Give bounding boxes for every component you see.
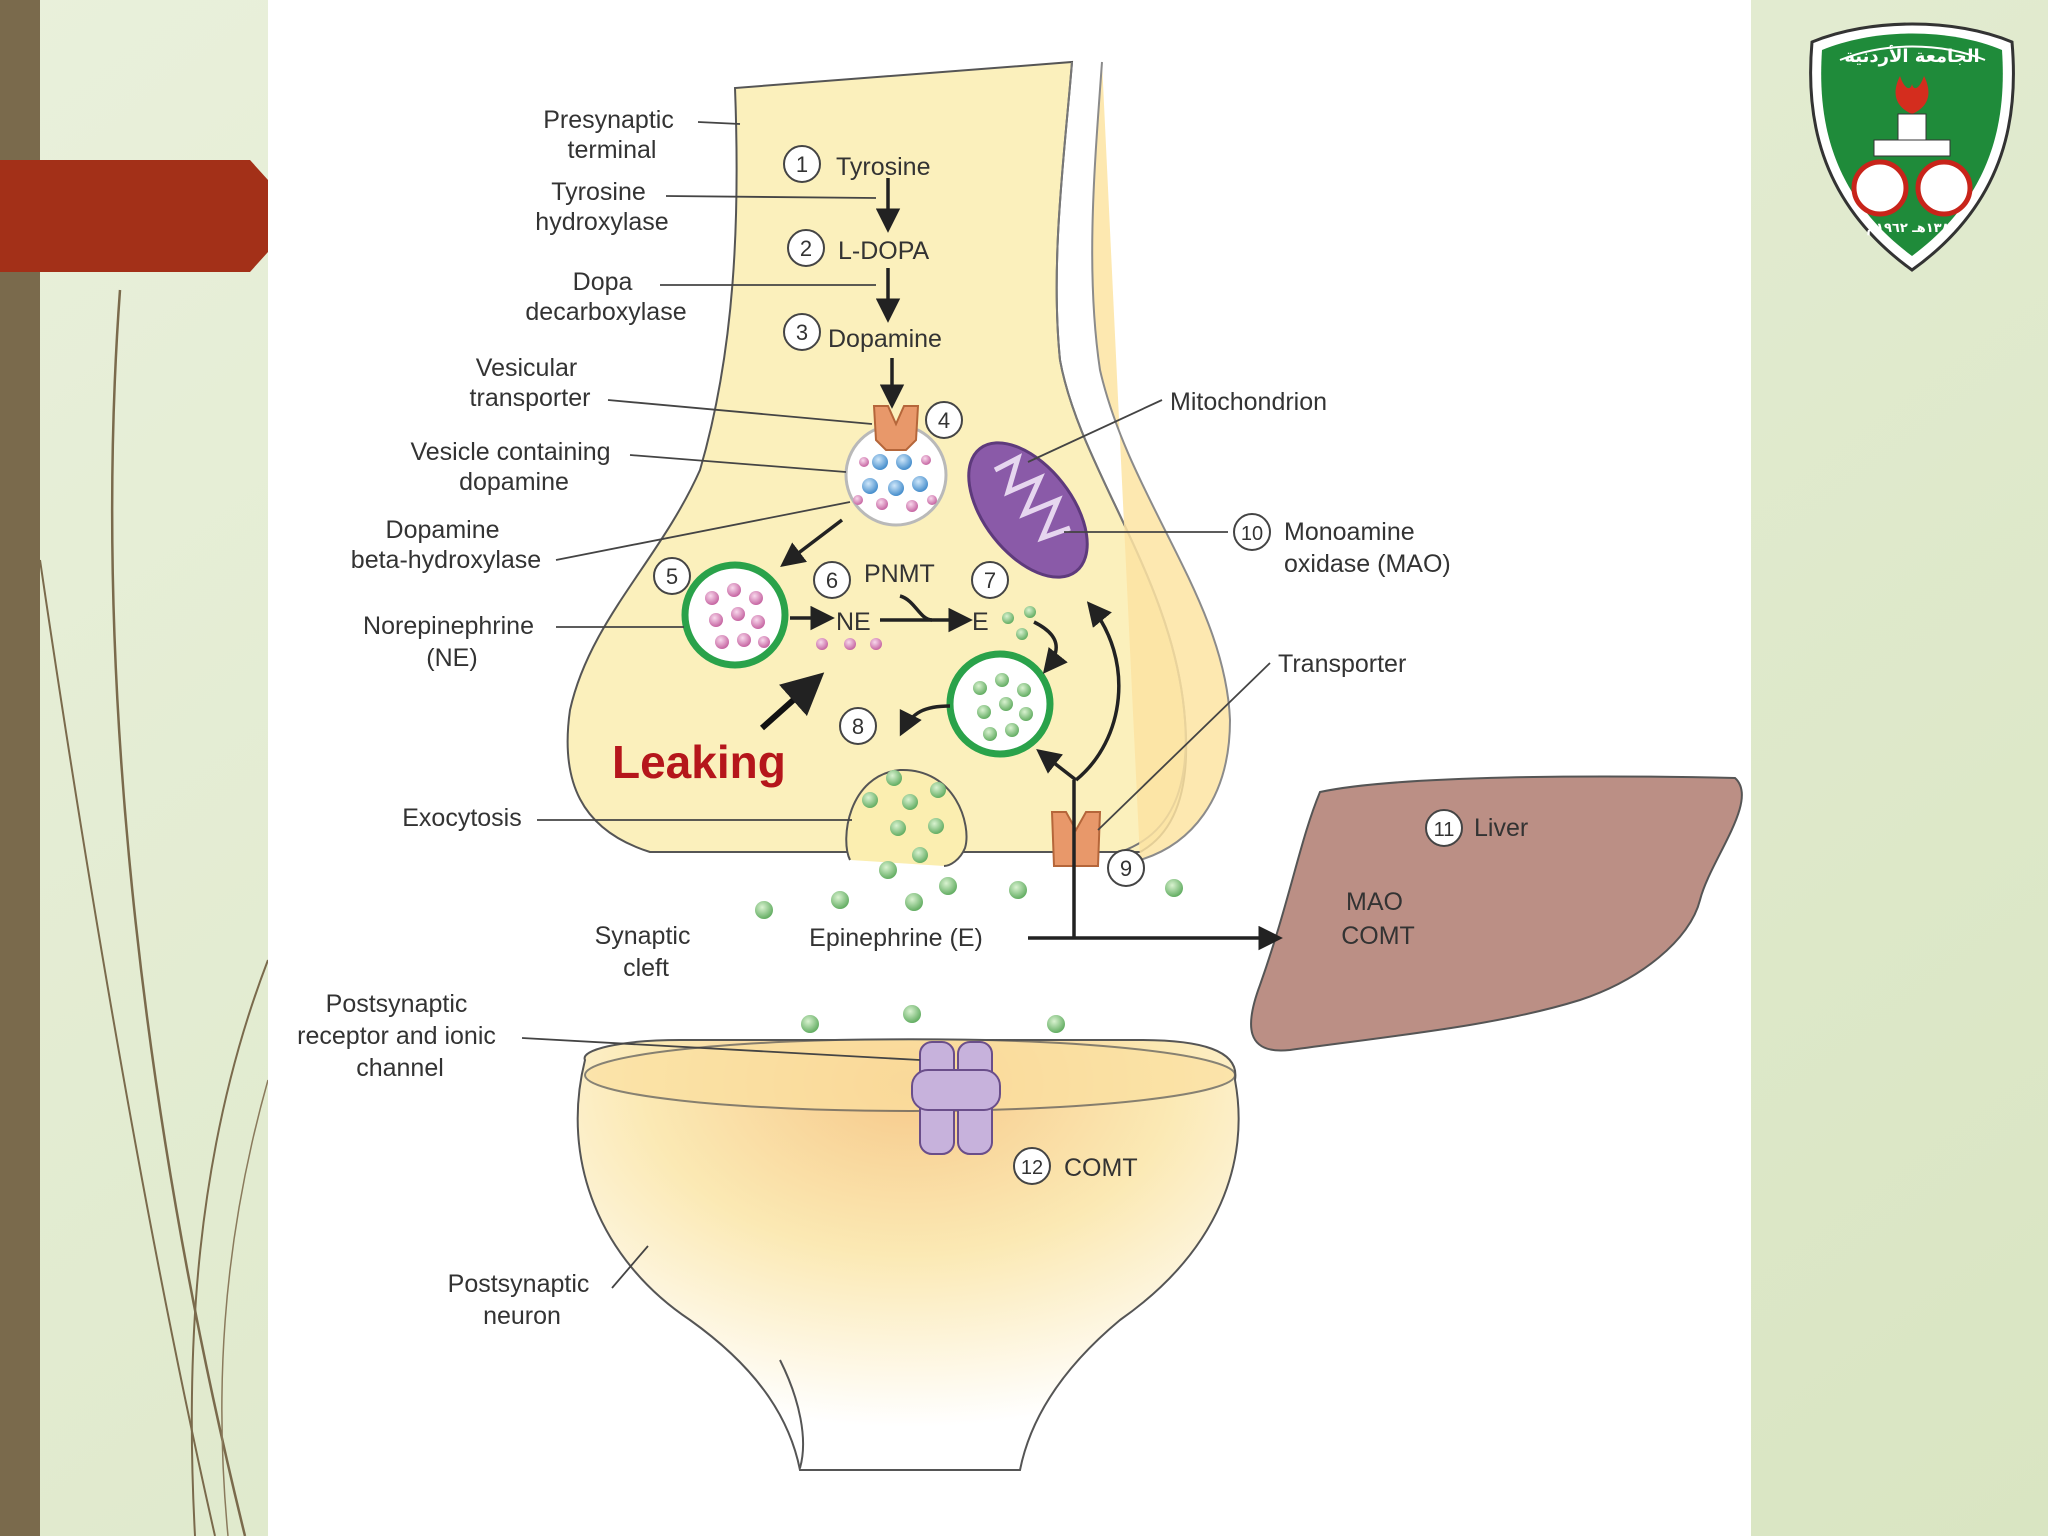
step-pnmt: PNMT [864, 560, 935, 588]
step-number: 3 [796, 320, 808, 345]
step-number: 8 [852, 714, 864, 739]
liver-shape [1250, 775, 1743, 1052]
step-number: 4 [938, 408, 950, 433]
receptor-ion-channel [911, 1041, 1001, 1155]
free-ne-molecules [816, 638, 882, 650]
step-number: 2 [800, 236, 812, 261]
step-number: 10 [1241, 523, 1263, 545]
step-number: 1 [796, 152, 808, 177]
label-epinephrine: Epinephrine (E) [809, 924, 983, 952]
vesicular-transporter-icon [872, 405, 920, 451]
step-number-circles [653, 145, 1463, 1185]
leaking-annotation: Leaking [612, 736, 786, 788]
postsynaptic-neuron [576, 1039, 1240, 1471]
label-postsynaptic-neuron: Postsynaptic neuron [448, 1270, 597, 1330]
label-exocytosis: Exocytosis [402, 804, 521, 832]
label-vesicular-transporter: Vesicular transporter [470, 354, 591, 412]
red-accent-tab [0, 160, 268, 272]
step-tyrosine: Tyrosine [836, 153, 930, 181]
label-transporter: Transporter [1278, 650, 1406, 678]
label-tyrosine-hydroxylase: Tyrosine hydroxylase [535, 178, 668, 236]
label-dopamine-beta-hydroxylase: Dopamine beta-hydroxylase [351, 516, 541, 574]
step-number: 11 [1434, 819, 1455, 841]
decorative-curve [221, 1079, 269, 1536]
label-comt: COMT [1064, 1154, 1138, 1182]
step-number: 9 [1120, 856, 1132, 881]
step-number: 6 [826, 568, 838, 593]
vesicle-epinephrine [946, 650, 1054, 758]
step-ldopa: L-DOPA [838, 237, 930, 265]
step-e: E [972, 608, 989, 636]
postsynaptic-stem [779, 1359, 805, 1469]
free-e-molecules [1002, 606, 1036, 640]
label-dopa-decarboxylase: Dopa decarboxylase [525, 268, 686, 326]
decorative-curve [110, 289, 247, 1536]
label-presynaptic-terminal: Presynaptic terminal [543, 106, 681, 164]
cleft-epinephrine-molecules [755, 861, 1183, 1033]
decorative-curve [190, 959, 269, 1536]
leader-lines [521, 121, 1271, 1289]
step-number: 12 [1021, 1157, 1043, 1179]
vesicle-norepinephrine [681, 561, 789, 669]
label-vesicle-containing-dopamine: Vesicle containing dopamine [410, 438, 617, 496]
step-numbers: 1 2 3 4 5 6 7 8 9 10 11 12 [666, 152, 1455, 1179]
decorative-curve [39, 559, 216, 1536]
label-liver: Liver [1474, 814, 1528, 842]
transporter-icon [1050, 811, 1102, 867]
label-liver-enzymes: MAO COMT [1341, 888, 1415, 950]
vesicle-exocytosis [845, 768, 968, 867]
seal-text-bottom: ١٣٨٢هـ ١٩٦٢م [1866, 221, 1957, 236]
leaking-arrow [760, 672, 825, 731]
label-postsynaptic-receptor: Postsynaptic receptor and ionic channel [297, 990, 503, 1082]
seal-text-top: الجامعة الأردنية [1844, 45, 1979, 67]
pathway-arrows [780, 178, 1283, 951]
presynaptic-membrane-outer [1091, 61, 1232, 861]
step-number: 7 [984, 568, 996, 593]
step-number: 5 [666, 564, 678, 589]
step-dopamine: Dopamine [828, 325, 942, 353]
label-monoamine-oxidase: Monoamine oxidase (MAO) [1284, 518, 1451, 578]
label-mitochondrion: Mitochondrion [1170, 388, 1327, 416]
label-norepinephrine: Norepinephrine (NE) [363, 612, 541, 672]
label-synaptic-cleft: Synaptic cleft [595, 922, 698, 982]
university-seal-icon: الجامعة الأردنية ١٣٨٢هـ ١٩٦٢م [1809, 22, 2015, 272]
step-ne: NE [836, 608, 871, 636]
postsynaptic-membrane-top [584, 1038, 1236, 1112]
mitochondrion-shape [967, 441, 1089, 579]
